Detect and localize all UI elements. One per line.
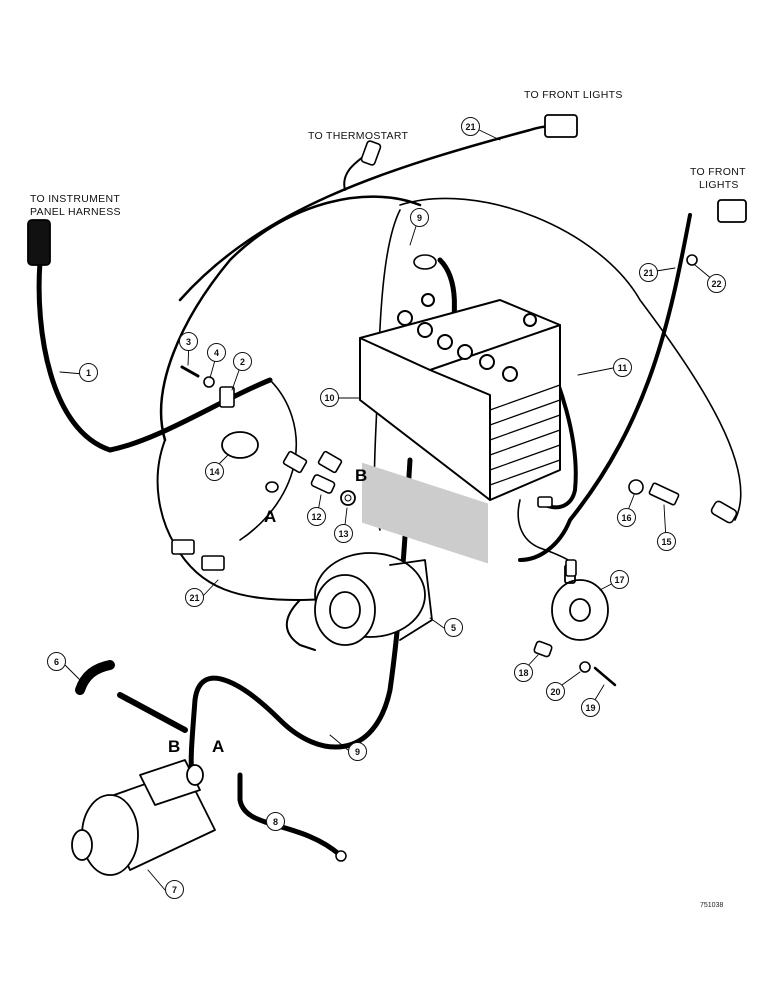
connector-mid-1 [282, 450, 308, 474]
ground-strap [237, 772, 343, 858]
terminal-letter-b-right: B [355, 466, 368, 485]
callout-16: 16 [617, 508, 636, 527]
label-to-instrument-line1: TO INSTRUMENT [30, 193, 121, 205]
connector-right-end [710, 500, 738, 524]
callout-14: 14 [205, 462, 224, 481]
callout-20: 20 [546, 682, 565, 701]
connector-front-lights-top [544, 114, 578, 138]
label-to-thermostart: TO THERMOSTART [308, 130, 409, 142]
callout-21-lower-left: 21 [185, 588, 204, 607]
battery-clamp [413, 254, 437, 270]
callout-17: 17 [610, 570, 629, 589]
harness-alt-lead [285, 599, 316, 651]
nut-4 [203, 376, 215, 388]
callout-2: 2 [233, 352, 252, 371]
callout-12: 12 [307, 507, 326, 526]
callout-19: 19 [581, 698, 600, 717]
socket-14 [221, 431, 259, 459]
connector-mid-2 [317, 450, 343, 474]
callout-5: 5 [444, 618, 463, 637]
terminal-horn-lead [565, 559, 577, 577]
harness-right-loop [399, 197, 742, 521]
washer-13 [340, 490, 356, 506]
callout-13: 13 [334, 524, 353, 543]
starter-terminal [186, 764, 204, 786]
label-to-front-lights-top: TO FRONT LIGHTS [524, 89, 623, 101]
callout-9-bottom: 9 [348, 742, 367, 761]
label-to-instrument-line2: PANEL HARNESS [30, 206, 121, 218]
figure-code: 751038 [700, 902, 724, 909]
harness-upper-left [159, 195, 422, 442]
horn [551, 564, 609, 641]
connector-lower-left-1 [171, 539, 195, 555]
connector-instrument-panel [27, 219, 51, 266]
callout-4: 4 [207, 343, 226, 362]
label-to-front-lights-right-line2: LIGHTS [699, 179, 739, 191]
starter-motor [71, 759, 216, 876]
callout-10: 10 [320, 388, 339, 407]
callout-9-top: 9 [410, 208, 429, 227]
callout-18: 18 [514, 663, 533, 682]
connector-lower-left-2 [201, 555, 225, 571]
washer-20 [579, 661, 591, 673]
bolt-19 [593, 666, 617, 687]
callout-21-top: 21 [461, 117, 480, 136]
arrow-tail [117, 692, 188, 733]
alternator [314, 552, 433, 646]
spacer-18 [533, 640, 553, 658]
switch-12 [310, 474, 336, 494]
harness-main [36, 259, 273, 453]
harness-to-horn [517, 499, 576, 566]
label-to-front-lights-right-line1: TO FRONT [690, 166, 746, 178]
ring-terminal-a [265, 481, 279, 493]
bolt-3 [180, 365, 200, 378]
callout-15: 15 [657, 532, 676, 551]
connector-thermostart [360, 140, 382, 166]
callout-8: 8 [266, 812, 285, 831]
callout-7: 7 [165, 880, 184, 899]
terminal-battery-11-end [537, 496, 553, 508]
connector-front-lights-right [717, 199, 747, 223]
callout-6: 6 [47, 652, 66, 671]
callout-11: 11 [613, 358, 632, 377]
terminal-letter-a-starter: A [212, 737, 225, 756]
callout-22: 22 [707, 274, 726, 293]
clip-2 [219, 386, 235, 408]
callout-21-right: 21 [639, 263, 658, 282]
sender-15 [648, 482, 680, 506]
nut-22 [686, 254, 698, 266]
callout-3: 3 [179, 332, 198, 351]
terminal-letter-b-starter: B [168, 737, 181, 756]
battery [359, 293, 561, 564]
terminal-letter-a-left: A [264, 507, 277, 526]
hose-elbow [75, 660, 115, 695]
washer-16 [628, 479, 644, 495]
callout-1: 1 [79, 363, 98, 382]
